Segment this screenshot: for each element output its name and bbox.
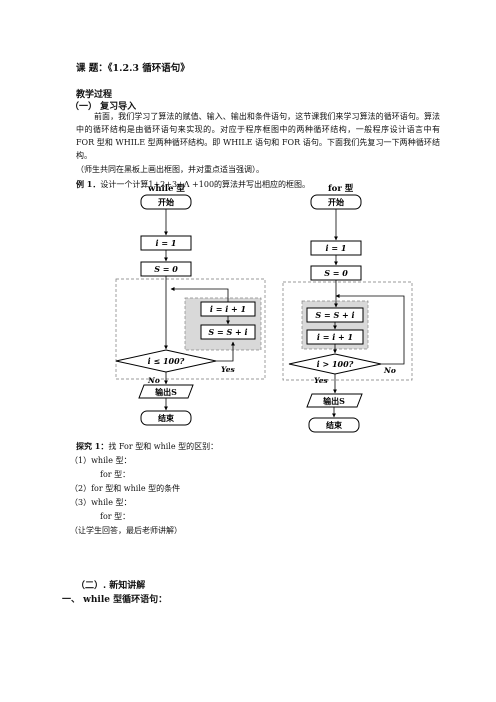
explore-line: 探究 1：找 For 型和 while 型的区别： bbox=[76, 440, 218, 453]
explore-label: 探究 1： bbox=[76, 441, 109, 451]
section-process-heading: 教学过程 bbox=[76, 90, 113, 100]
example-text: 设计一个计算1+2+3+Λ +100的算法并写出相应的框图。 bbox=[100, 180, 311, 189]
intro-paragraph: 前面，我们学习了算法的赋值、输入、输出和条件语句，这节课我们来学习算法的循环语句… bbox=[76, 112, 440, 160]
while-no-label: No bbox=[147, 376, 160, 385]
question-3-for: for 型： bbox=[100, 512, 131, 521]
while-init-i-text: i = 1 bbox=[156, 238, 177, 248]
while-init-s-text: S = 0 bbox=[154, 264, 178, 274]
section1-heading: （一） 复习导入 bbox=[70, 102, 137, 112]
page-title: 课 题：《1.2.3 循环语句》 bbox=[76, 63, 190, 74]
while-label: while 型 bbox=[147, 183, 185, 194]
while-step1-text: i = i + 1 bbox=[210, 304, 246, 314]
for-flowchart: for 型 开始 i = 1 S = 0 S = S + i i = i + 1… bbox=[282, 183, 413, 433]
while-loop-region bbox=[115, 278, 266, 380]
example-label: 例 1． bbox=[76, 179, 101, 189]
question-2: （2）for 型和 while 型的条件 bbox=[70, 484, 181, 493]
for-step1-text: S = S + i bbox=[315, 310, 354, 320]
while-end-box bbox=[140, 410, 192, 426]
while-output-text: 输出S bbox=[155, 387, 177, 397]
while-flowchart: while 型 开始 i = 1 S = 0 i = i + 1 S = S +… bbox=[115, 183, 266, 426]
while-end-text: 结束 bbox=[158, 413, 175, 423]
question-1-while: （1）while 型： bbox=[70, 456, 132, 465]
while-step2-text: S = S + i bbox=[208, 327, 247, 337]
section2-heading: （二）. 新知讲解 bbox=[76, 581, 146, 591]
for-init-s-text: S = 0 bbox=[324, 268, 348, 278]
for-output-text: 输出S bbox=[323, 396, 345, 406]
while-output-box bbox=[138, 384, 194, 399]
for-start-text: 开始 bbox=[328, 197, 344, 207]
for-no-label: No bbox=[383, 366, 396, 375]
for-condition-text: i > 100? bbox=[317, 359, 354, 369]
teacher-note: （让学生回答，最后老师讲解） bbox=[70, 526, 182, 535]
for-end-box bbox=[308, 417, 360, 433]
while-yes-label: Yes bbox=[221, 365, 235, 374]
while-step2-box bbox=[200, 324, 256, 340]
for-loop-region bbox=[282, 281, 413, 381]
for-yes-label: Yes bbox=[314, 376, 328, 385]
while-start-text: 开始 bbox=[158, 197, 174, 207]
while-condition-text: i ≤ 100? bbox=[148, 356, 185, 366]
question-1-for: for 型： bbox=[100, 470, 131, 479]
section2-subheading: 一、 while 型循环语句： bbox=[62, 595, 168, 605]
question-3-while: （3）while 型： bbox=[70, 498, 132, 507]
for-output-box bbox=[306, 393, 363, 408]
for-step2-text: i = i + 1 bbox=[317, 332, 353, 342]
explore-text: 找 For 型和 while 型的区别： bbox=[108, 442, 219, 451]
for-label: for 型 bbox=[328, 183, 354, 194]
example-line: 例 1．设计一个计算1+2+3+Λ +100的算法并写出相应的框图。 bbox=[76, 178, 310, 191]
for-end-text: 结束 bbox=[326, 420, 343, 430]
for-init-i-text: i = 1 bbox=[326, 243, 347, 253]
intro-note: （师生共同在黑板上画出框图，并对重点适当强调）。 bbox=[76, 165, 264, 174]
